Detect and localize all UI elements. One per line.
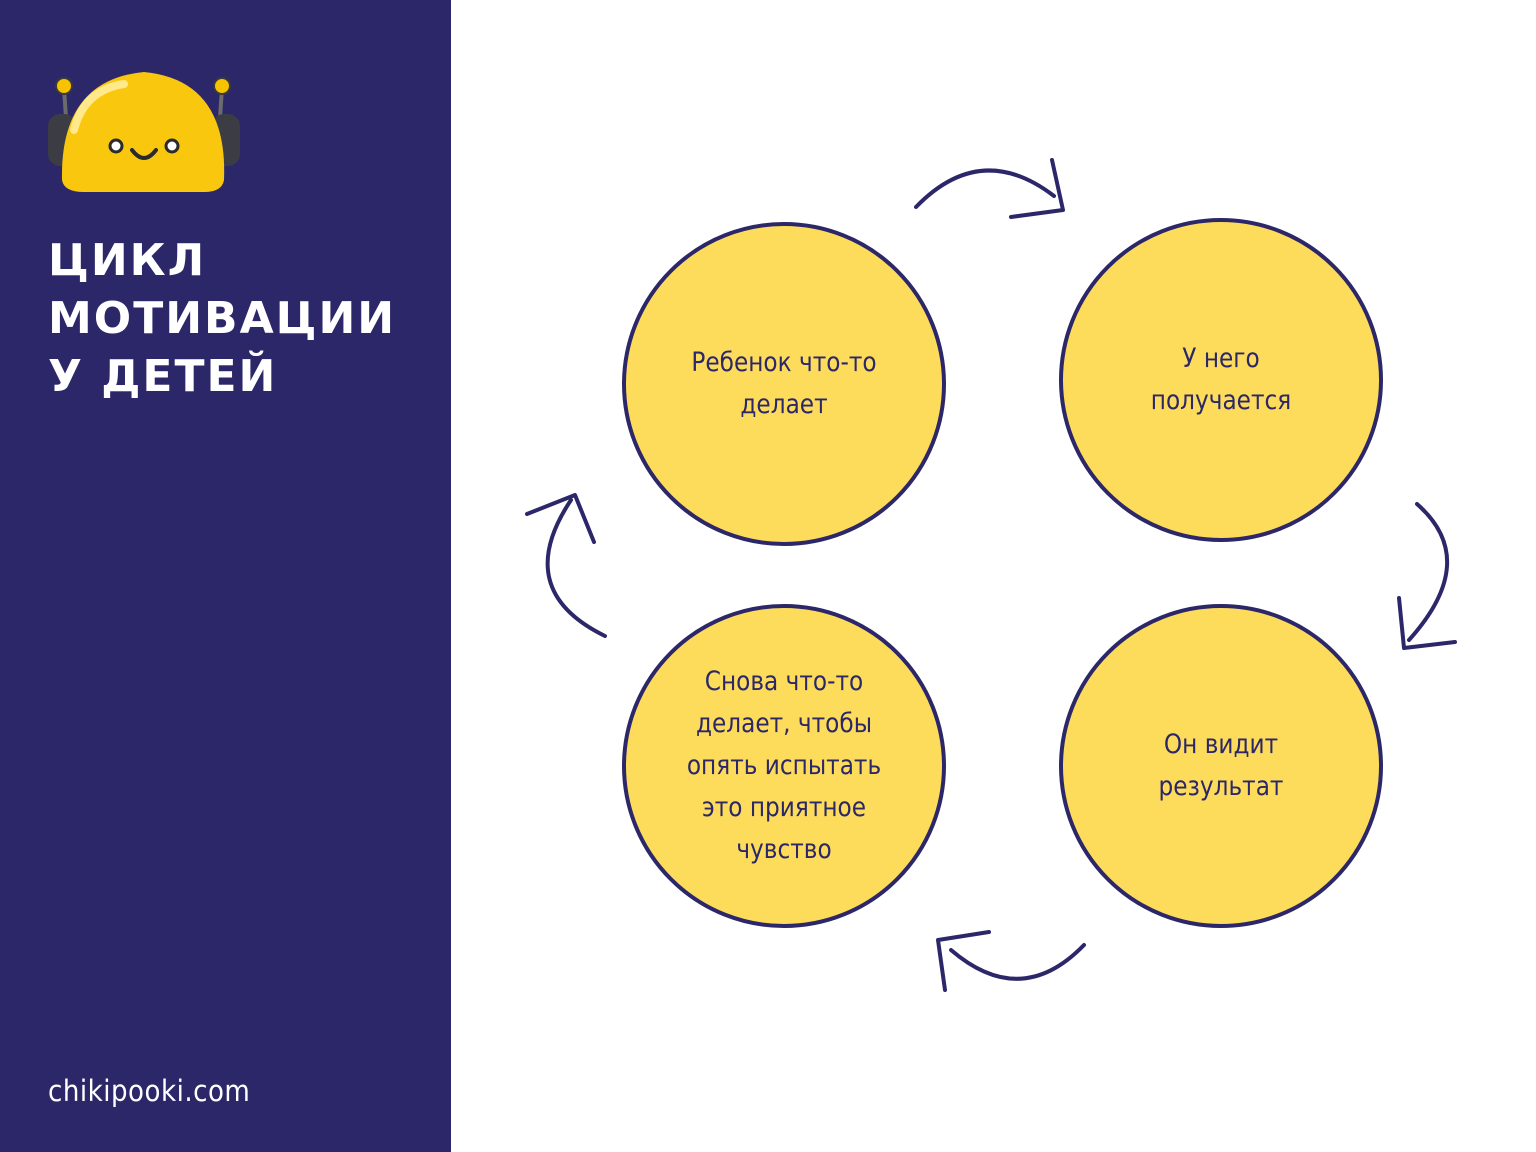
page-title: ЦИКЛ МОТИВАЦИИ У ДЕТЕЙ	[48, 232, 438, 406]
arrow-step3-to-step4	[936, 930, 1086, 992]
cycle-step-2: У него получается	[1059, 218, 1383, 542]
site-link[interactable]: chikipooki.com	[48, 1074, 251, 1108]
arrow-step1-to-step2	[914, 158, 1065, 219]
sidebar: ЦИКЛ МОТИВАЦИИ У ДЕТЕЙ chikipooki.com	[0, 0, 451, 1152]
cycle-arrows	[525, 158, 1457, 992]
title-line-2: МОТИВАЦИИ	[48, 293, 397, 344]
cycle-diagram: Ребенок что-то делает У него получается …	[451, 0, 1536, 1152]
title-line-1: ЦИКЛ	[48, 235, 207, 286]
cycle-step-3: Он видит результат	[1059, 604, 1383, 928]
title-line-3: У ДЕТЕЙ	[48, 351, 278, 402]
cycle-step-4-label: Снова что-то делает, чтобы опять испытат…	[686, 666, 882, 865]
cycle-step-2-label: У него получается	[1150, 343, 1292, 416]
cycle-step-1: Ребенок что-то делает	[622, 222, 946, 546]
cycle-step-3-label: Он видит результат	[1158, 729, 1284, 802]
arrow-step2-to-step3	[1397, 502, 1457, 650]
cycle-step-4: Снова что-то делает, чтобы опять испытат…	[622, 604, 946, 928]
arrow-step4-to-step1	[525, 493, 607, 638]
cycle-step-1-label: Ребенок что-то делает	[691, 347, 877, 420]
robot-mascot-icon	[48, 72, 240, 192]
